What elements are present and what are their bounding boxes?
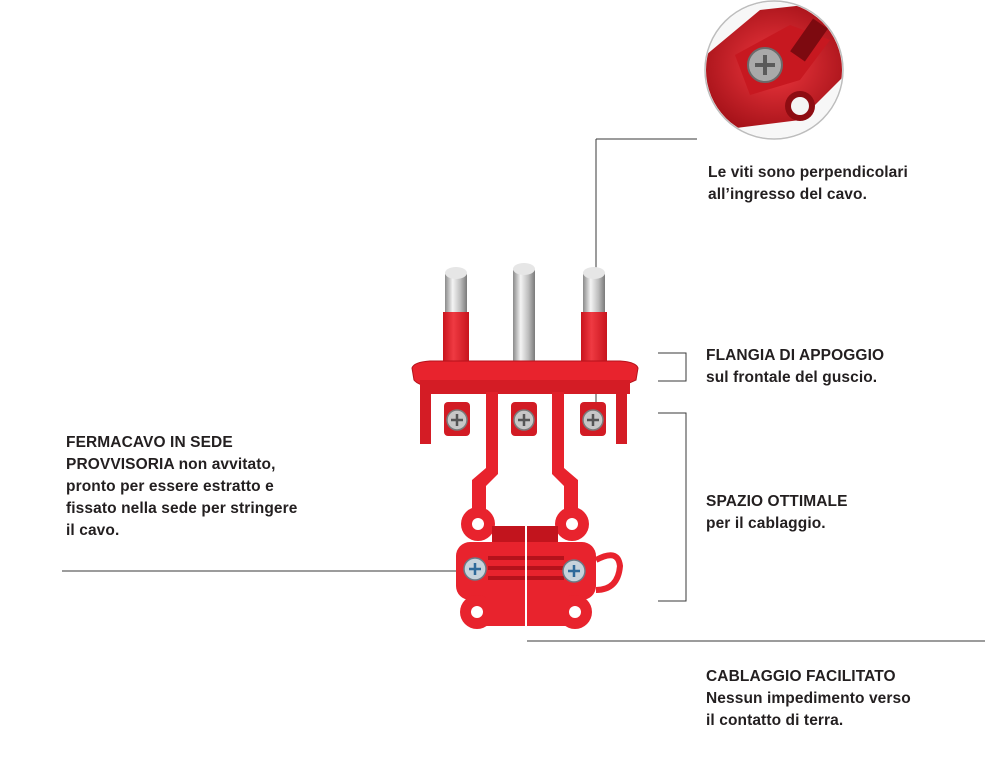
clamp-screw-left <box>463 557 487 581</box>
terminal-screw-center <box>511 402 537 436</box>
terminal-screw-right <box>580 402 606 436</box>
callout-wiring-line2: il contatto di terra. <box>706 712 844 729</box>
callout-flange-title: FLANGIA DI APPOGGIO <box>706 347 885 364</box>
callout-cable-clamp: FERMACAVO IN SEDE PROVVISORIA non avvita… <box>66 432 297 542</box>
callout-clamp-line2: PROVVISORIA non avvitato, <box>66 454 297 476</box>
callout-clamp-line1: FERMACAVO IN SEDE <box>66 434 233 451</box>
red-plug-assembly-illustration <box>411 263 639 640</box>
pin-left <box>443 267 469 368</box>
callout-optimal-space: SPAZIO OTTIMALE per il cablaggio. <box>706 491 848 535</box>
callout-clamp-line5: il cavo. <box>66 522 120 539</box>
callout-wiring-title: CABLAGGIO FACILITATO <box>706 668 896 685</box>
callout-space-title: SPAZIO OTTIMALE <box>706 493 848 510</box>
callout-perpendicular-screws: Le viti sono perpendicolari all’ingresso… <box>708 162 908 206</box>
callout-clamp-line2-rest: non avvitato, <box>174 456 276 473</box>
pin-center <box>513 263 535 370</box>
terminal-screw-left <box>444 402 470 436</box>
callout-wiring-line1: Nessun impedimento verso <box>706 690 911 707</box>
screw-detail-closeup <box>704 0 844 140</box>
callout-clamp-line3: pronto per essere estratto e <box>66 478 274 495</box>
clamp-screw-right <box>562 559 586 583</box>
callout-screws-line2: all’ingresso del cavo. <box>708 186 867 203</box>
wiring-arrow <box>519 454 533 640</box>
callout-clamp-line4: fissato nella sede per stringere <box>66 500 298 517</box>
callout-screws-line1: Le viti sono perpendicolari <box>708 164 908 181</box>
callout-support-flange: FLANGIA DI APPOGGIO sul frontale del gus… <box>706 345 884 389</box>
callout-clamp-line2-bold: PROVVISORIA <box>66 456 175 473</box>
callout-space-text: per il cablaggio. <box>706 515 826 532</box>
callout-flange-text: sul frontale del guscio. <box>706 369 878 386</box>
callout-easy-wiring: CABLAGGIO FACILITATO Nessun impedimento … <box>706 666 911 732</box>
pin-right <box>581 267 607 368</box>
